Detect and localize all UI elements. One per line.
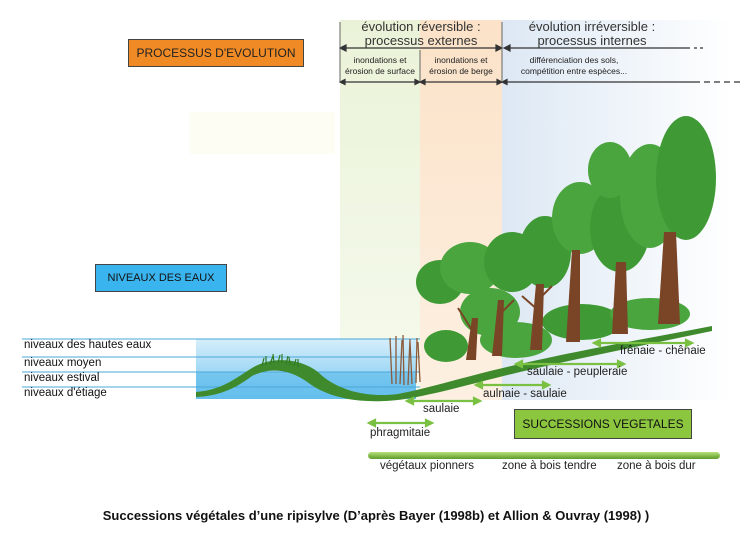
header-irreversible: évolution irréversible : processus inter… [528, 19, 656, 48]
niveaux-box: NIVEAUX DES EAUX [95, 264, 227, 292]
label-frenaie: frênaie - chênaie [620, 345, 706, 357]
sub-bank-erosion: inondations et érosion de berge [429, 55, 493, 76]
vegetation-range-arrows [366, 338, 695, 428]
figure-caption: Successions végétales d’une ripisylve (D… [102, 508, 650, 523]
zone-bois-dur: zone à bois dur [617, 460, 696, 472]
sub-irreversible: différenciation des sols, compétition en… [520, 55, 628, 76]
zone-bois-tendre: zone à bois tendre [502, 460, 597, 472]
band-surface-erosion [340, 20, 420, 400]
level-high: niveaux des hautes eaux [24, 339, 152, 351]
river-bank [196, 326, 712, 402]
processus-box: PROCESSUS D'EVOLUTION [128, 39, 304, 67]
level-summer: niveaux estival [24, 372, 100, 384]
header-arrows [338, 44, 740, 86]
reeds [389, 334, 421, 386]
level-mean: niveaux moyen [24, 357, 102, 369]
header-reversible: évolution réversible : processus externe… [361, 19, 481, 48]
level-low: niveaux d'étiage [24, 387, 107, 399]
forest [416, 116, 716, 362]
faint-label-panel [190, 112, 335, 154]
zone-bar [368, 452, 720, 459]
zone-pionniers: végétaux pionners [380, 460, 474, 472]
label-saulaie: saulaie [423, 403, 460, 415]
label-phragmitaie: phragmitaie [370, 427, 431, 439]
label-saulaie-peupleraie: saulaie - peupleraie [527, 366, 628, 378]
sub-surface-erosion: inondations et érosion de surface [345, 55, 415, 76]
grass-tufts [261, 353, 299, 367]
label-aulnaie: aulnaie - saulaie [483, 388, 567, 400]
successions-box: SUCCESSIONS VEGETALES [514, 409, 692, 439]
